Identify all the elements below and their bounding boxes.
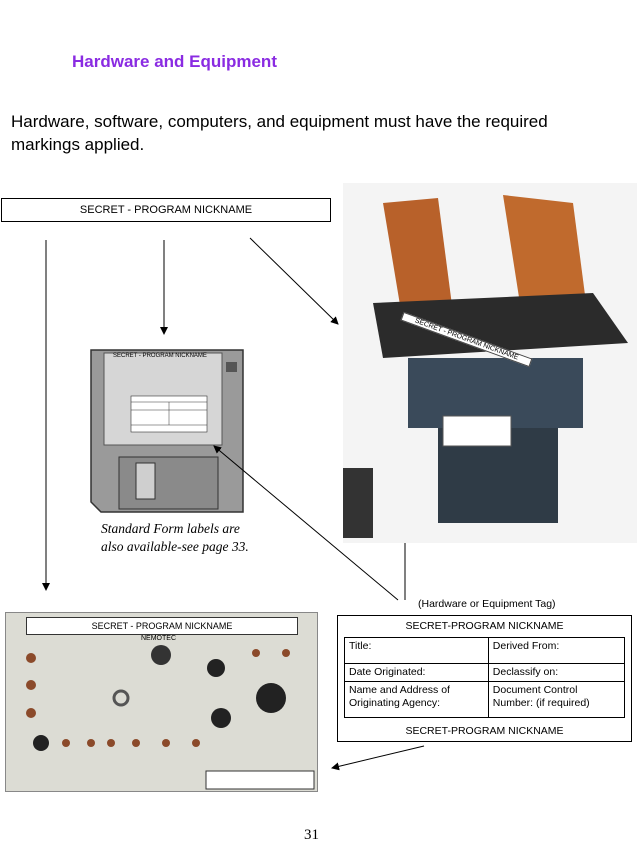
floppy-disk-icon	[90, 349, 244, 513]
equipment-tag: SECRET-PROGRAM NICKNAME Title: Derived F…	[337, 615, 632, 742]
tag-date: Date Originated:	[344, 663, 489, 682]
tag-agency: Name and Address of Originating Agency:	[344, 681, 489, 718]
panel-banner: SECRET - PROGRAM NICKNAME	[26, 617, 298, 635]
tag-top-marking: SECRET-PROGRAM NICKNAME	[405, 620, 564, 632]
tag-caption: (Hardware or Equipment Tag)	[418, 598, 556, 610]
tag-dcn: Document Control Number: (if required)	[487, 681, 626, 718]
tag-title: Title:	[344, 637, 489, 664]
disk-label-text: SECRET - PROGRAM NICKNAME	[113, 353, 207, 359]
intro-paragraph: Hardware, software, computers, and equip…	[11, 112, 548, 154]
tag-table: Title: Derived From: Date Originated: De…	[344, 637, 626, 718]
page-heading: Hardware and Equipment	[72, 52, 277, 71]
control-panel-photo: SECRET - PROGRAM NICKNAME NEMOTEC	[5, 612, 318, 792]
disk-caption: Standard Form labels are also available-…	[101, 520, 249, 556]
marking-banner: SECRET - PROGRAM NICKNAME	[1, 198, 331, 222]
tag-derived: Derived From:	[487, 637, 626, 664]
page-number: 31	[304, 827, 319, 843]
caption-line-2: also available-see page 33.	[101, 539, 249, 554]
robot-photo: SECRET - PROGRAM NICKNAME	[343, 183, 637, 543]
tag-bottom-marking: SECRET-PROGRAM NICKNAME	[405, 725, 564, 737]
tag-declassify: Declassify on:	[487, 663, 626, 682]
caption-line-1: Standard Form labels are	[101, 521, 240, 536]
panel-brand: NEMOTEC	[141, 635, 176, 642]
